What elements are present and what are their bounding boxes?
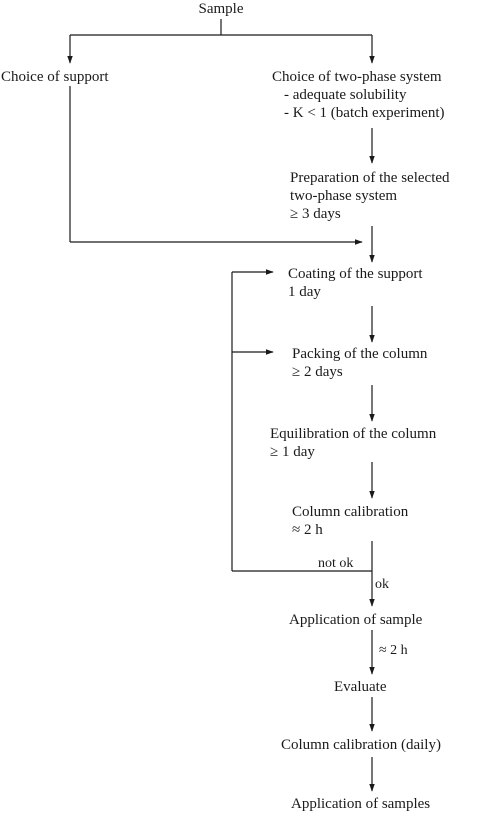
choice-system-title: Choice of two-phase system — [272, 69, 442, 85]
application-duration-label: ≈ 2 h — [379, 643, 408, 658]
coating-duration: 1 day — [288, 284, 321, 300]
node-calibration: Column calibration ≈ 2 h — [292, 503, 408, 539]
equilibration-title: Equilibration of the column — [270, 426, 437, 442]
node-coating: Coating of the support 1 day — [288, 265, 423, 301]
coating-title: Coating of the support — [288, 266, 423, 282]
node-calibration-daily: Column calibration (daily) — [281, 737, 441, 753]
packing-title: Packing of the column — [292, 346, 428, 362]
node-sample: Sample — [198, 1, 244, 17]
node-packing: Packing of the column ≥ 2 days — [292, 345, 427, 381]
choice-system-criterion-solubility: - adequate solubility — [284, 87, 407, 103]
preparation-line-2: two-phase system — [290, 188, 398, 204]
node-preparation: Preparation of the selected two-phase sy… — [290, 169, 450, 223]
node-choice-system: Choice of two-phase system - adequate so… — [272, 68, 444, 122]
packing-duration: ≥ 2 days — [292, 364, 343, 380]
choice-system-criterion-k: - K < 1 (batch experiment) — [284, 105, 445, 121]
branch-ok-label: ok — [375, 577, 389, 592]
node-choice-support: Choice of support — [1, 69, 109, 85]
equilibration-duration: ≥ 1 day — [270, 444, 315, 460]
preparation-line-1: Preparation of the selected — [290, 170, 450, 186]
branch-not-ok-label: not ok — [318, 556, 354, 571]
calibration-duration: ≈ 2 h — [292, 522, 323, 538]
node-equilibration: Equilibration of the column ≥ 1 day — [270, 425, 436, 461]
preparation-duration: ≥ 3 days — [290, 206, 341, 222]
node-application-samples: Application of samples — [291, 796, 431, 812]
calibration-title: Column calibration — [292, 504, 409, 520]
node-application: Application of sample — [289, 612, 423, 628]
node-evaluate: Evaluate — [334, 679, 387, 695]
